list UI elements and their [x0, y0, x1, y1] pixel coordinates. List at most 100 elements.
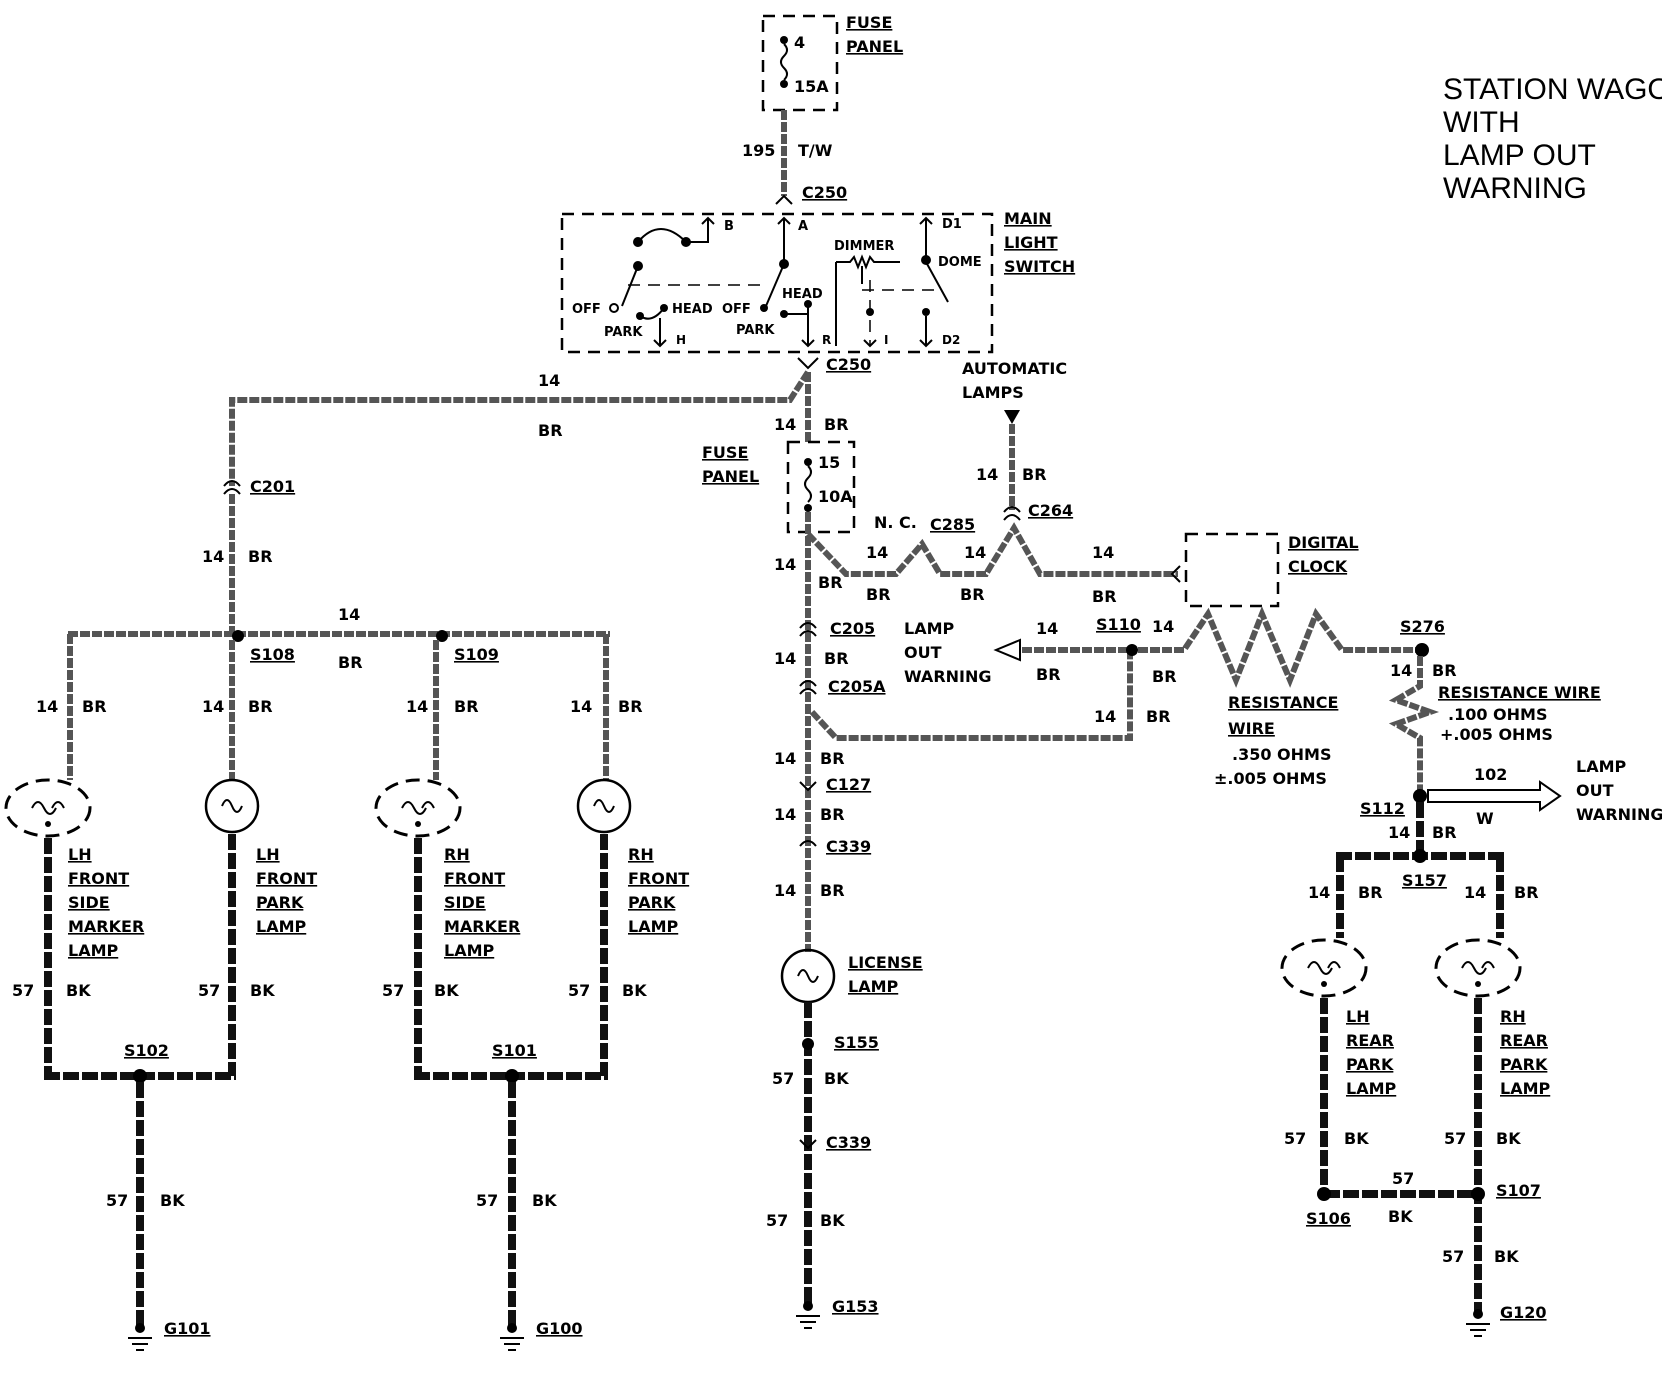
main-light-switch: MAIN LIGHT SWITCH B OFF PARK HEAD H A OF…: [560, 209, 1075, 354]
fuse-15-element: [804, 465, 812, 503]
lh-park-label-4: LAMP: [256, 917, 307, 936]
lower-fuse-rating: 10A: [818, 487, 853, 506]
title-line-1: STATION WAGON: [1443, 73, 1662, 106]
switch-left-wiper: [621, 265, 639, 307]
rh-rear-label-2: REAR: [1500, 1031, 1548, 1050]
switch-b-arrow: [701, 216, 715, 225]
title-line-2: WITH: [1443, 106, 1520, 139]
splice-s155: S155: [834, 1033, 879, 1052]
rh-side-marker-ground-gauge: 57: [382, 981, 404, 1000]
terminal-b: B: [724, 219, 734, 234]
dimmer-node: [866, 308, 874, 316]
rh-park-gauge: 14: [570, 697, 592, 716]
lh-rear-label-3: PARK: [1346, 1055, 1394, 1074]
wire-195-color: T/W: [798, 141, 833, 160]
wire-14-br-s110-return: [809, 650, 1133, 741]
resistance-wire-1-color: BR: [1152, 667, 1177, 686]
license-ground-gauge-1: 57: [772, 1069, 794, 1088]
connector-c250-bottom: C250: [826, 355, 871, 374]
g100-gauge: 57: [476, 1191, 498, 1210]
resistance-wire-2: [1388, 656, 1440, 790]
center-gauge-5: 14: [774, 881, 796, 900]
lower-fuse-panel: 15 10A FUSE PANEL: [702, 440, 856, 534]
rh-rear-base-node: [1475, 981, 1481, 987]
c250-fuse-color: BR: [824, 415, 849, 434]
connector-c201-symbol: [223, 480, 241, 495]
splice-s109: S109: [454, 645, 499, 664]
switch-a-arrow: [777, 216, 791, 225]
fuse-15-top-node: [804, 458, 812, 466]
terminal-h-arrow: [653, 339, 667, 348]
terminal-a: A: [798, 219, 808, 234]
ground-g100-icon: [500, 1323, 524, 1351]
lh-rear-filament-icon: [1307, 961, 1341, 975]
dimmer-rheostat: [836, 254, 900, 270]
rh-side-marker-base-node: [415, 821, 421, 827]
rh-front-side-marker-lamp: RH FRONT SIDE MARKER LAMP: [374, 778, 520, 960]
s276-color: BR: [1432, 661, 1457, 680]
rh-rear-gauge: 14: [1464, 883, 1486, 902]
rh-front-park-lamp: RH FRONT PARK LAMP: [576, 778, 689, 936]
lamp-out-left-label-3: WARNING: [904, 667, 992, 686]
s112-color: BR: [1432, 823, 1457, 842]
fuse-4-element: [780, 43, 788, 81]
rh-rear-label-1: RH: [1500, 1007, 1526, 1026]
lamp-out-right-label-1: LAMP: [1576, 757, 1627, 776]
rh-rear-housing: [1434, 938, 1522, 998]
lh-side-marker-color: BR: [82, 697, 107, 716]
lh-park-filament-icon: [221, 799, 243, 813]
g120-gauge: 57: [1442, 1247, 1464, 1266]
main-light-switch-label-1: MAIN: [1004, 209, 1052, 228]
title-line-4: WARNING: [1443, 172, 1587, 205]
top-fuse-box: [761, 14, 839, 112]
switch-b-arc: [637, 228, 687, 243]
c201-color: BR: [248, 547, 273, 566]
rh-side-marker-label-3: SIDE: [444, 893, 486, 912]
rh-rear-filament-icon: [1461, 961, 1495, 975]
center-gauge-2: 14: [774, 649, 796, 668]
lh-rear-ground-color: BK: [1344, 1129, 1369, 1148]
g100-color: BK: [532, 1191, 557, 1210]
resistance-wire-2-label: RESISTANCE WIRE: [1438, 683, 1601, 702]
dome-node: [921, 255, 931, 265]
rh-rear-ground-gauge: 57: [1444, 1129, 1466, 1148]
lh-park-ground-color: BK: [250, 981, 275, 1000]
lh-side-marker-gauge: 14: [36, 697, 58, 716]
connector-c264-symbol: [1003, 506, 1021, 521]
digital-clock-connector: [1170, 565, 1181, 583]
splice-s101-node: [505, 1069, 519, 1083]
splice-s106: S106: [1306, 1209, 1351, 1228]
connector-c339-lower-symbol: [799, 1139, 817, 1150]
lh-rear-label-2: REAR: [1346, 1031, 1394, 1050]
position-off-2: OFF: [722, 302, 751, 317]
rh-side-marker-housing: [374, 778, 462, 838]
clock-feed-gauge-1: 14: [866, 543, 888, 562]
fuse-number: 4: [794, 33, 805, 52]
connector-c339-upper-symbol: [799, 840, 817, 847]
lower-fuse-panel-label-2: PANEL: [702, 467, 759, 486]
rh-park-label-4: LAMP: [628, 917, 679, 936]
ground-g100: G100: [536, 1319, 583, 1338]
diagram-title: STATION WAGON WITH LAMP OUT WARNING: [1443, 73, 1662, 205]
lamp-out-right-label-2: OUT: [1576, 781, 1614, 800]
lh-side-marker-base-node: [45, 821, 51, 827]
rh-park-filament-icon: [593, 799, 615, 813]
clock-feed-color-3: BR: [1092, 587, 1117, 606]
rh-park-label-2: FRONT: [628, 869, 689, 888]
lamp-out-right-color: W: [1476, 809, 1494, 828]
center-color-3: BR: [820, 749, 845, 768]
switch-right-wiper: [765, 263, 785, 307]
dome-wiper: [925, 261, 949, 303]
resistance-wire-1-label-2: WIRE: [1228, 719, 1275, 738]
fuse-15-bottom-node: [804, 504, 812, 512]
terminal-r-arrow: [801, 339, 815, 348]
resistance-wire-1-value-2: ±.005 OHMS: [1214, 769, 1327, 788]
position-park-2: PARK: [736, 323, 775, 338]
lh-rear-ground-gauge: 57: [1284, 1129, 1306, 1148]
splice-s108-node: [232, 630, 244, 642]
g101-gauge: 57: [106, 1191, 128, 1210]
splice-s110: S110: [1096, 615, 1141, 634]
splice-s107-node: [1471, 1187, 1485, 1201]
position-park-1: PARK: [604, 325, 643, 340]
title-line-3: LAMP OUT: [1443, 139, 1596, 172]
